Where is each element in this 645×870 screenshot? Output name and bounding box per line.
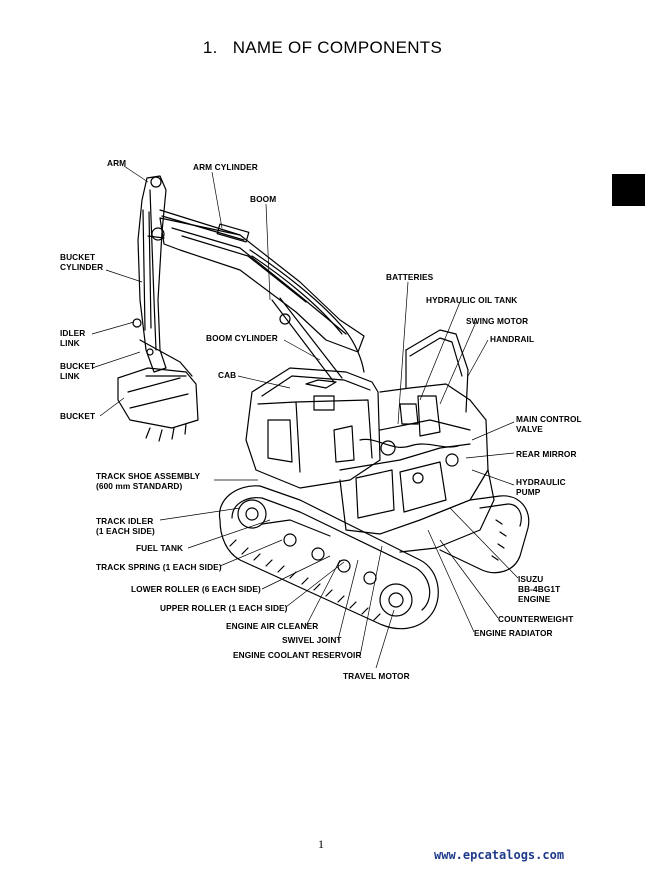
label-boom: BOOM: [250, 194, 277, 204]
label-arm-cylinder: ARM CYLINDER: [193, 162, 258, 172]
label-upper-roller: UPPER ROLLER (1 EACH SIDE): [160, 603, 288, 613]
label-cab: CAB: [218, 370, 237, 380]
label-counterweight: COUNTERWEIGHT: [498, 614, 574, 624]
label-track-spring: TRACK SPRING (1 EACH SIDE): [96, 562, 222, 572]
label-engine-air-cleaner: ENGINE AIR CLEANER: [226, 621, 319, 631]
label-engine-radiator: ENGINE RADIATOR: [474, 628, 553, 638]
label-swivel-joint: SWIVEL JOINT: [282, 635, 342, 645]
label-engine-coolant-reservoir: ENGINE COOLANT RESERVOIR: [233, 650, 362, 660]
label-swing-motor: SWING MOTOR: [466, 316, 529, 326]
label-arm: ARM: [107, 158, 127, 168]
page-title: 1. NAME OF COMPONENTS: [202, 38, 443, 57]
label-boom-cylinder: BOOM CYLINDER: [206, 333, 278, 343]
label-batteries: BATTERIES: [386, 272, 434, 282]
label-fuel-tank: FUEL TANK: [136, 543, 184, 553]
page-number: 1: [318, 837, 324, 851]
label-track-shoe-assembly: TRACK SHOE ASSEMBLY(600 mm STANDARD): [96, 471, 201, 491]
label-travel-motor: TRAVEL MOTOR: [343, 671, 410, 681]
watermark-text: www.epcatalogs.com: [434, 848, 565, 862]
label-lower-roller: LOWER ROLLER (6 EACH SIDE): [131, 584, 261, 594]
section-tab-marker: [612, 174, 645, 206]
label-track-idler: TRACK IDLER(1 EACH SIDE): [96, 516, 155, 536]
label-rear-mirror: REAR MIRROR: [516, 449, 577, 459]
label-bucket: BUCKET: [60, 411, 96, 421]
label-hydraulic-oil-tank: HYDRAULIC OIL TANK: [426, 295, 518, 305]
label-handrail: HANDRAIL: [490, 334, 535, 344]
